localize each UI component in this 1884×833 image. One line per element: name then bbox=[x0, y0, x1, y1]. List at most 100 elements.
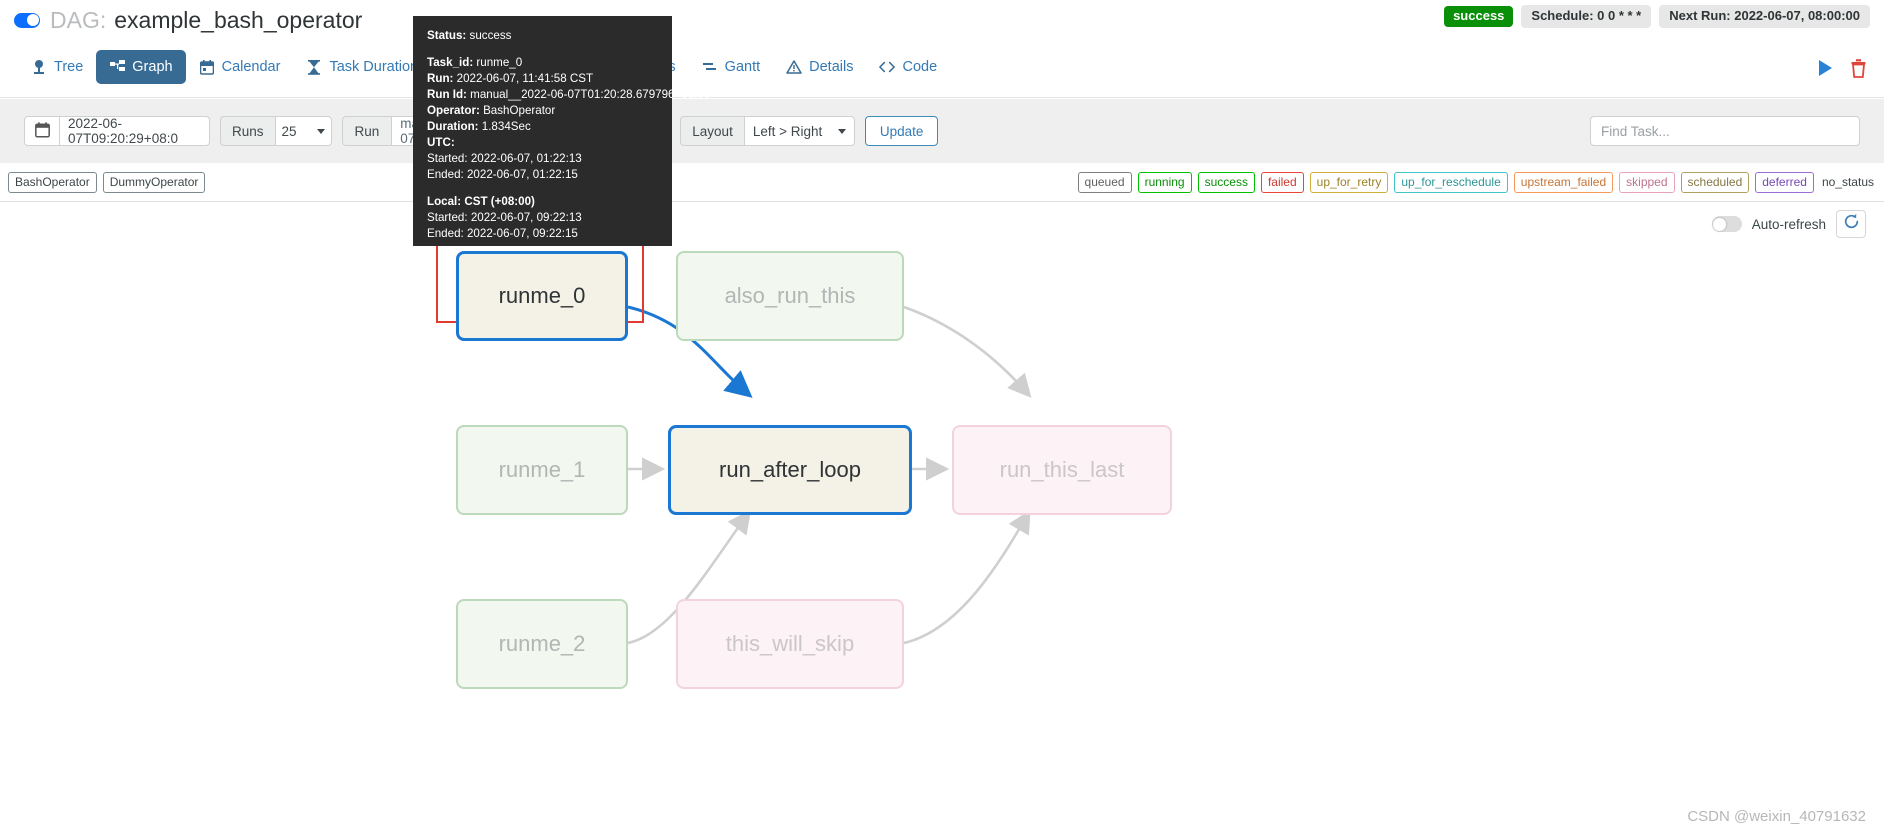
tab-gantt[interactable]: Gantt bbox=[689, 50, 773, 84]
auto-refresh-toggle[interactable] bbox=[1711, 216, 1742, 232]
graph-node-runme-0[interactable]: runme_0 bbox=[456, 251, 628, 341]
tab-label: Gantt bbox=[724, 59, 761, 75]
graph-node-run-this-last[interactable]: run_this_last bbox=[952, 425, 1172, 515]
edge-also-run-this-to-run-this-last bbox=[903, 305, 1032, 398]
tooltip-duration-key: Duration: bbox=[427, 120, 479, 133]
status-tag-success[interactable]: success bbox=[1197, 171, 1255, 193]
tab-label: Code bbox=[902, 59, 938, 75]
tooltip-status-row: Status: success bbox=[427, 28, 658, 44]
tooltip-run-row: Run: 2022-06-07, 11:41:58 CST bbox=[427, 71, 658, 87]
tooltip-duration-value: 1.834Sec bbox=[481, 120, 531, 133]
tab-label: Graph bbox=[132, 59, 173, 75]
tab-calendar[interactable]: Calendar bbox=[186, 50, 294, 84]
layout-label: Layout bbox=[680, 116, 745, 146]
operator-tag-dummyoperator[interactable]: DummyOperator bbox=[102, 171, 206, 193]
dag-prefix-label: DAG: bbox=[50, 6, 107, 33]
runs-label: Runs bbox=[220, 116, 276, 146]
update-button[interactable]: Update bbox=[864, 116, 939, 146]
operator-legend: BashOperator DummyOperator bbox=[8, 171, 206, 193]
tooltip-run-id-key: Run Id: bbox=[427, 88, 467, 101]
tab-code[interactable]: Code bbox=[866, 50, 950, 84]
toggle-on-icon[interactable] bbox=[14, 12, 40, 28]
tooltip-spacer bbox=[427, 44, 658, 55]
tab-label: Tree bbox=[54, 59, 84, 75]
tooltip-utc-started-row: Started: 2022-06-07, 01:22:13 bbox=[427, 151, 658, 167]
play-icon[interactable] bbox=[1815, 58, 1835, 78]
trash-icon[interactable] bbox=[1849, 58, 1868, 78]
refresh-button[interactable] bbox=[1836, 210, 1866, 238]
tab-tree[interactable]: Tree bbox=[18, 50, 96, 84]
status-tag-deferred[interactable]: deferred bbox=[1755, 171, 1814, 193]
find-task-input[interactable]: Find Task... bbox=[1590, 116, 1860, 146]
tooltip-utc-heading: UTC: bbox=[427, 136, 455, 149]
tooltip-local-started-key: Started: bbox=[427, 211, 468, 224]
graph-node-runme-1[interactable]: runme_1 bbox=[456, 425, 628, 515]
tab-details[interactable]: Details bbox=[773, 50, 866, 84]
status-legend: queued running success failed up_for_ret… bbox=[1077, 171, 1876, 193]
tab-label: Details bbox=[809, 59, 854, 75]
calendar-icon bbox=[199, 59, 215, 75]
tooltip-task-id-key: Task_id: bbox=[427, 56, 474, 69]
status-tag-failed[interactable]: failed bbox=[1260, 171, 1304, 193]
graph-node-run-after-loop[interactable]: run_after_loop bbox=[668, 425, 912, 515]
graph-node-label: also_run_this bbox=[724, 283, 856, 308]
tab-graph[interactable]: Graph bbox=[96, 50, 186, 84]
runs-select[interactable]: 25 bbox=[275, 116, 332, 146]
graph-node-runme-2[interactable]: runme_2 bbox=[456, 599, 628, 689]
code-icon bbox=[879, 59, 896, 75]
tooltip-utc-ended-key: Ended: bbox=[427, 168, 464, 181]
auto-refresh-controls: Auto-refresh bbox=[1711, 210, 1866, 238]
layout-select-value: Left > Right bbox=[752, 123, 823, 139]
graph-canvas[interactable]: Auto-refresh bbox=[0, 201, 1884, 833]
tooltip-local-ended-value: 2022-06-07, 09:22:15 bbox=[466, 227, 578, 240]
status-tag-running[interactable]: running bbox=[1137, 171, 1192, 193]
tooltip-duration-row: Duration: 1.834Sec bbox=[427, 119, 658, 135]
task-instance-tooltip: Status: success Task_id: runme_0 Run: 20… bbox=[413, 16, 710, 246]
tab-task-duration[interactable]: Task Duration bbox=[293, 50, 431, 84]
graph-node-label: runme_0 bbox=[498, 283, 586, 308]
graph-edges bbox=[627, 305, 1032, 645]
status-tag-no-status[interactable]: no_status bbox=[1821, 175, 1874, 189]
date-input[interactable]: 2022-06-07T09:20:29+08:0 bbox=[60, 116, 210, 146]
graph-node-this-will-skip[interactable]: this_will_skip bbox=[676, 599, 904, 689]
tooltip-status-value: success bbox=[469, 29, 512, 42]
graph-node-label: run_after_loop bbox=[719, 457, 861, 482]
date-picker-button[interactable] bbox=[24, 116, 60, 146]
tooltip-local-ended-key: Ended: bbox=[427, 227, 464, 240]
graph-icon bbox=[109, 59, 125, 75]
tooltip-task-id-value: runme_0 bbox=[476, 56, 523, 69]
tree-icon bbox=[31, 59, 47, 75]
tab-label: Calendar bbox=[221, 59, 281, 75]
tooltip-operator-row: Operator: BashOperator bbox=[427, 103, 658, 119]
chevron-down-icon bbox=[316, 128, 325, 134]
tooltip-operator-key: Operator: bbox=[427, 104, 480, 117]
next-run-badge: Next Run: 2022-06-07, 08:00:00 bbox=[1659, 5, 1870, 28]
graph-node-also-run-this[interactable]: also_run_this bbox=[676, 251, 904, 341]
runs-select-value: 25 bbox=[281, 123, 297, 139]
watermark: CSDN @weixin_40791632 bbox=[1687, 808, 1866, 825]
status-tag-queued[interactable]: queued bbox=[1077, 171, 1132, 193]
status-tag-skipped[interactable]: skipped bbox=[1619, 171, 1675, 193]
tooltip-local-started-row: Started: 2022-06-07, 09:22:13 bbox=[427, 210, 658, 226]
toggle-knob bbox=[1713, 217, 1727, 231]
schedule-badge[interactable]: Schedule: 0 0 * * * bbox=[1521, 5, 1652, 28]
refresh-icon bbox=[1843, 213, 1860, 235]
operator-tag-bashoperator[interactable]: BashOperator bbox=[8, 171, 97, 193]
graph-node-label: runme_1 bbox=[498, 457, 586, 482]
status-tag-upstream-failed[interactable]: upstream_failed bbox=[1513, 171, 1614, 193]
tooltip-spacer-2 bbox=[427, 183, 658, 194]
header-badges: success Schedule: 0 0 * * * Next Run: 20… bbox=[1444, 5, 1870, 28]
tab-label: Task Duration bbox=[329, 59, 419, 75]
graph-node-label: this_will_skip bbox=[725, 631, 855, 656]
tooltip-run-id-row: Run Id: manual__2022-06-07T01:20:28.6797… bbox=[427, 87, 710, 103]
details-icon bbox=[786, 59, 802, 75]
tooltip-utc-ended-row: Ended: 2022-06-07, 01:22:15 bbox=[427, 167, 658, 183]
layout-select[interactable]: Left > Right bbox=[744, 116, 855, 146]
edge-runme0-to-run-after-loop bbox=[627, 305, 753, 398]
auto-refresh-label: Auto-refresh bbox=[1751, 216, 1826, 232]
status-tag-up-for-reschedule[interactable]: up_for_reschedule bbox=[1394, 171, 1508, 193]
tooltip-task-id-row: Task_id: runme_0 bbox=[427, 55, 658, 71]
status-tag-scheduled[interactable]: scheduled bbox=[1680, 171, 1750, 193]
status-tag-up-for-retry[interactable]: up_for_retry bbox=[1309, 171, 1389, 193]
page-title: example_bash_operator bbox=[114, 6, 363, 33]
